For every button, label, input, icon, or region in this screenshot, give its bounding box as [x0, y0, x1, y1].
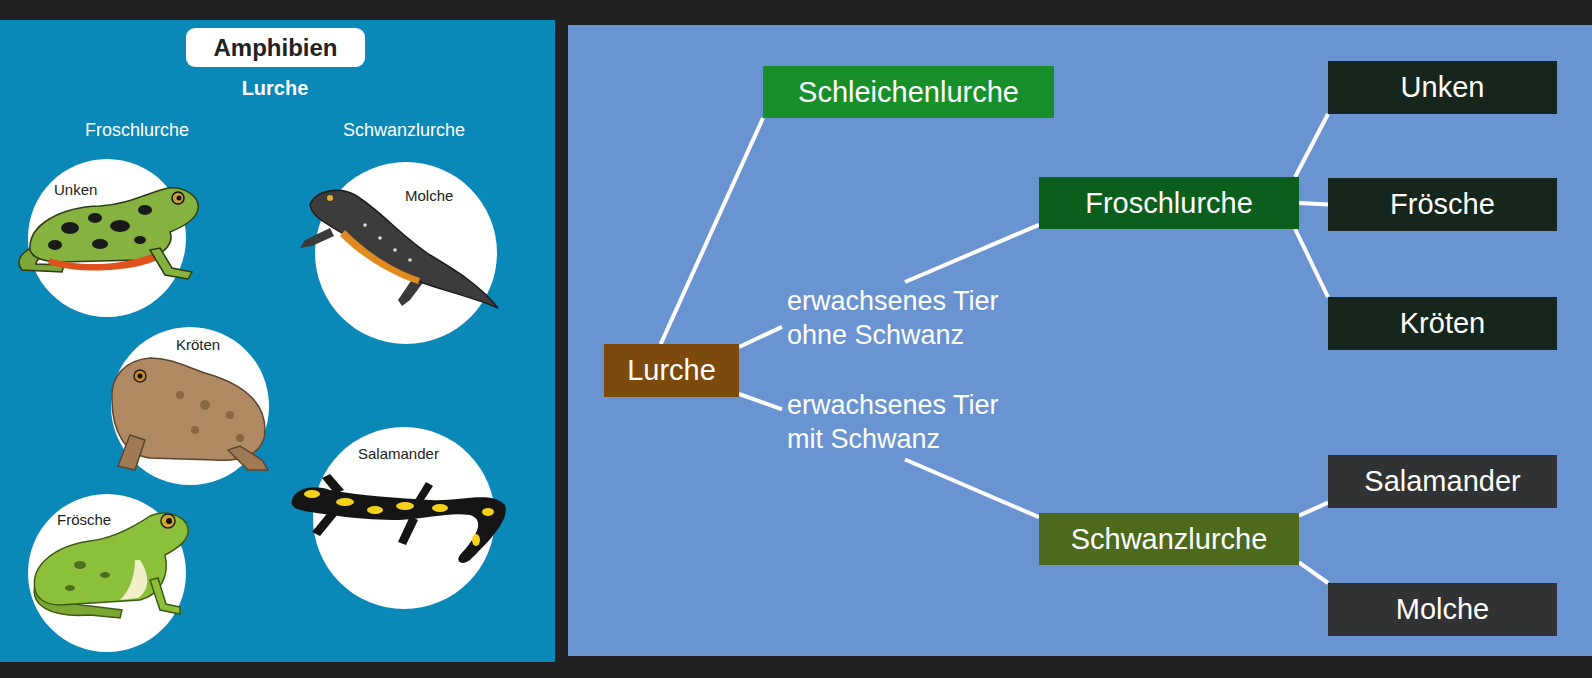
unken-illustration-part — [150, 248, 192, 279]
salamander-illustration-part — [367, 506, 383, 514]
salamander-illustration — [292, 474, 506, 563]
unken-illustration-part — [48, 240, 62, 250]
molch-illustration-part — [363, 223, 367, 227]
unken-illustration-part — [92, 239, 108, 249]
unken-illustration-part — [30, 188, 198, 262]
kroete-illustration-part — [138, 374, 143, 379]
kroete-illustration — [112, 358, 268, 470]
title-box: Amphibien — [186, 28, 365, 67]
molch-illustration-part — [393, 248, 397, 252]
unken-illustration-part — [138, 205, 152, 215]
box-label: Molche — [1396, 592, 1490, 627]
kroete-illustration-part — [118, 435, 145, 470]
frosch-illustration — [34, 513, 188, 618]
kroete-illustration-part — [226, 411, 234, 419]
category-box: Frösche — [1328, 178, 1557, 231]
unken-illustration — [19, 188, 198, 279]
unken-illustration-part — [172, 192, 184, 204]
animal-circle: Salamander — [313, 427, 495, 609]
unken-illustration-part — [134, 236, 146, 244]
edge-label: erwachsenes Tier ohne Schwanz — [787, 285, 1027, 353]
molch-illustration-part — [340, 230, 420, 284]
group-heading: Schwanzlurche — [254, 120, 554, 141]
connector-line — [661, 118, 763, 344]
box-label: Schwanzlurche — [1071, 522, 1268, 557]
frosch-illustration-part — [74, 561, 86, 569]
edge-label: erwachsenes Tier mit Schwanz — [787, 389, 1027, 457]
circle-grounds-part — [111, 327, 269, 485]
category-box: Unken — [1328, 61, 1557, 114]
connector-line — [1295, 114, 1328, 177]
unken-illustration-part — [177, 196, 182, 201]
unken-illustration-part — [48, 250, 165, 271]
animal-name: Unken — [54, 181, 97, 199]
box-label: Salamander — [1364, 464, 1520, 499]
salamander-illustration-part — [304, 490, 320, 498]
box-label: Schleichenlurche — [798, 75, 1019, 110]
animal-name: Kröten — [176, 336, 220, 354]
molch-illustration-part — [408, 258, 412, 262]
unken-illustration-part — [110, 220, 130, 232]
frosch-illustration-part — [166, 518, 172, 524]
molch-illustration-part — [378, 236, 382, 240]
salamander-illustration-part — [472, 534, 480, 546]
category-box: Molche — [1328, 583, 1557, 636]
kroete-illustration-part — [191, 426, 199, 434]
box-label: Lurche — [627, 353, 716, 388]
molch-illustration — [300, 190, 498, 308]
kroete-illustration-part — [236, 434, 244, 442]
animal-name: Frösche — [57, 511, 111, 529]
category-box: Salamander — [1328, 455, 1557, 508]
box-label: Unken — [1401, 70, 1485, 105]
category-box: Schleichenlurche — [763, 66, 1054, 118]
unken-illustration-part — [88, 213, 102, 223]
molch-illustration-part — [310, 190, 498, 308]
box-label: Frösche — [1390, 187, 1495, 222]
molch-illustration-part — [327, 195, 333, 201]
frosch-illustration-part — [120, 560, 147, 600]
salamander-illustration-part — [432, 504, 448, 512]
frosch-illustration-part — [100, 572, 110, 578]
group-heading: Froschlurche — [0, 120, 287, 141]
circle-grounds — [28, 159, 497, 652]
kroete-illustration-part — [228, 446, 268, 470]
category-box: Froschlurche — [1039, 177, 1299, 229]
animal-circle: Frösche — [28, 494, 186, 652]
animal-name: Salamander — [358, 445, 439, 463]
title-text: Amphibien — [214, 34, 338, 62]
salamander-illustration-part — [336, 498, 354, 506]
kroete-illustration-part — [200, 400, 210, 410]
kroete-illustration-part — [134, 370, 146, 382]
frosch-illustration-part — [161, 514, 175, 528]
salamander-illustration-part — [398, 516, 418, 545]
box-label: Froschlurche — [1085, 186, 1253, 221]
category-box: Schwanzlurche — [1039, 513, 1299, 565]
animal-circle: Kröten — [111, 327, 269, 485]
connector-line — [1299, 562, 1328, 583]
box-label: Kröten — [1400, 306, 1485, 341]
animal-illustrations — [0, 0, 560, 678]
animal-name: Molche — [405, 187, 453, 205]
animal-circle: Unken — [28, 159, 186, 317]
salamander-illustration-part — [292, 487, 506, 563]
molch-illustration-part — [300, 228, 334, 248]
kroete-illustration-part — [176, 391, 184, 399]
salamander-illustration-part — [482, 508, 494, 516]
category-box: Lurche — [604, 344, 739, 397]
frosch-illustration-part — [65, 585, 75, 591]
frosch-illustration-part — [150, 578, 180, 614]
category-box: Kröten — [1328, 297, 1557, 350]
connector-line — [1299, 503, 1328, 516]
animal-circle: Molche — [315, 162, 497, 344]
group-heading: Lurche — [125, 77, 425, 100]
salamander-illustration-part — [396, 502, 414, 510]
connector-line — [1299, 203, 1328, 205]
connector-line — [1295, 229, 1328, 297]
unken-illustration-part — [61, 222, 79, 234]
